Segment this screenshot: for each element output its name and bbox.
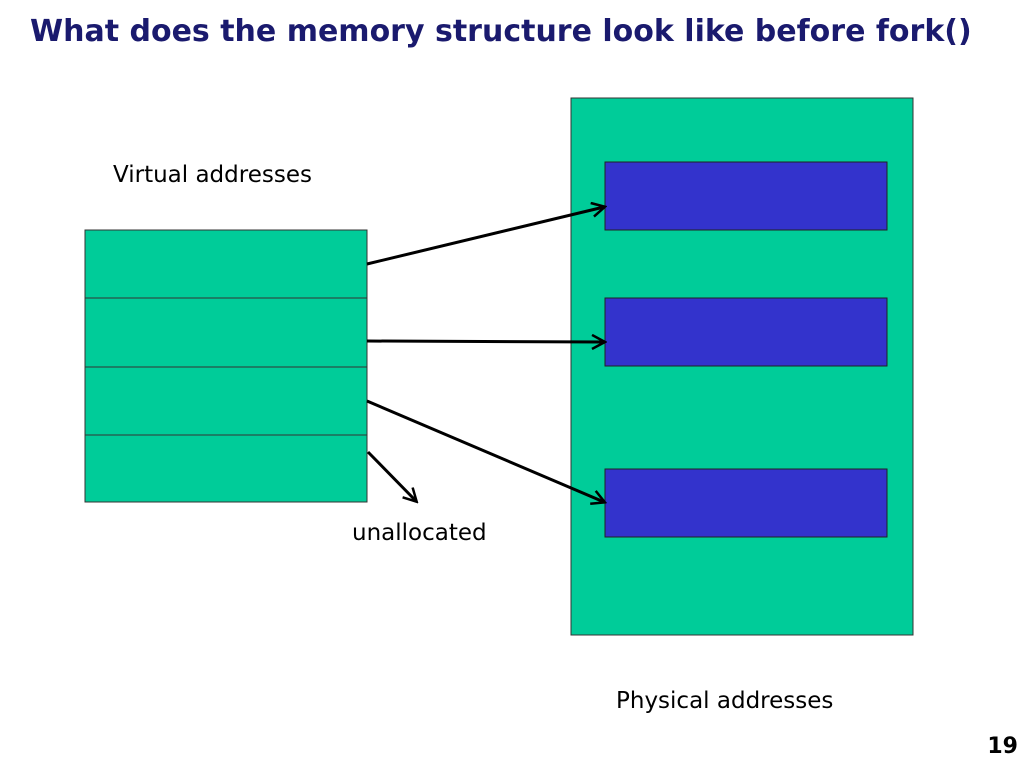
virtual-page-3 [84, 366, 368, 436]
arrow-page2-to-frame2 [366, 341, 604, 342]
slide-title: What does the memory structure look like… [30, 14, 972, 49]
virtual-page-1 [84, 229, 368, 299]
arrow-page1-to-frame1 [366, 207, 604, 266]
unallocated-label: unallocated [352, 520, 487, 546]
physical-addresses-label: Physical addresses [616, 688, 834, 714]
page-number: 19 [987, 734, 1018, 759]
virtual-page-2 [84, 297, 368, 368]
virtual-page-4 [84, 434, 368, 503]
physical-frame-1 [604, 161, 888, 231]
physical-frame-3 [604, 468, 888, 538]
arrow-page4-unallocated [366, 450, 416, 501]
virtual-addresses-label: Virtual addresses [113, 162, 312, 188]
arrow-page3-to-frame3 [366, 399, 604, 502]
physical-frame-2 [604, 297, 888, 367]
